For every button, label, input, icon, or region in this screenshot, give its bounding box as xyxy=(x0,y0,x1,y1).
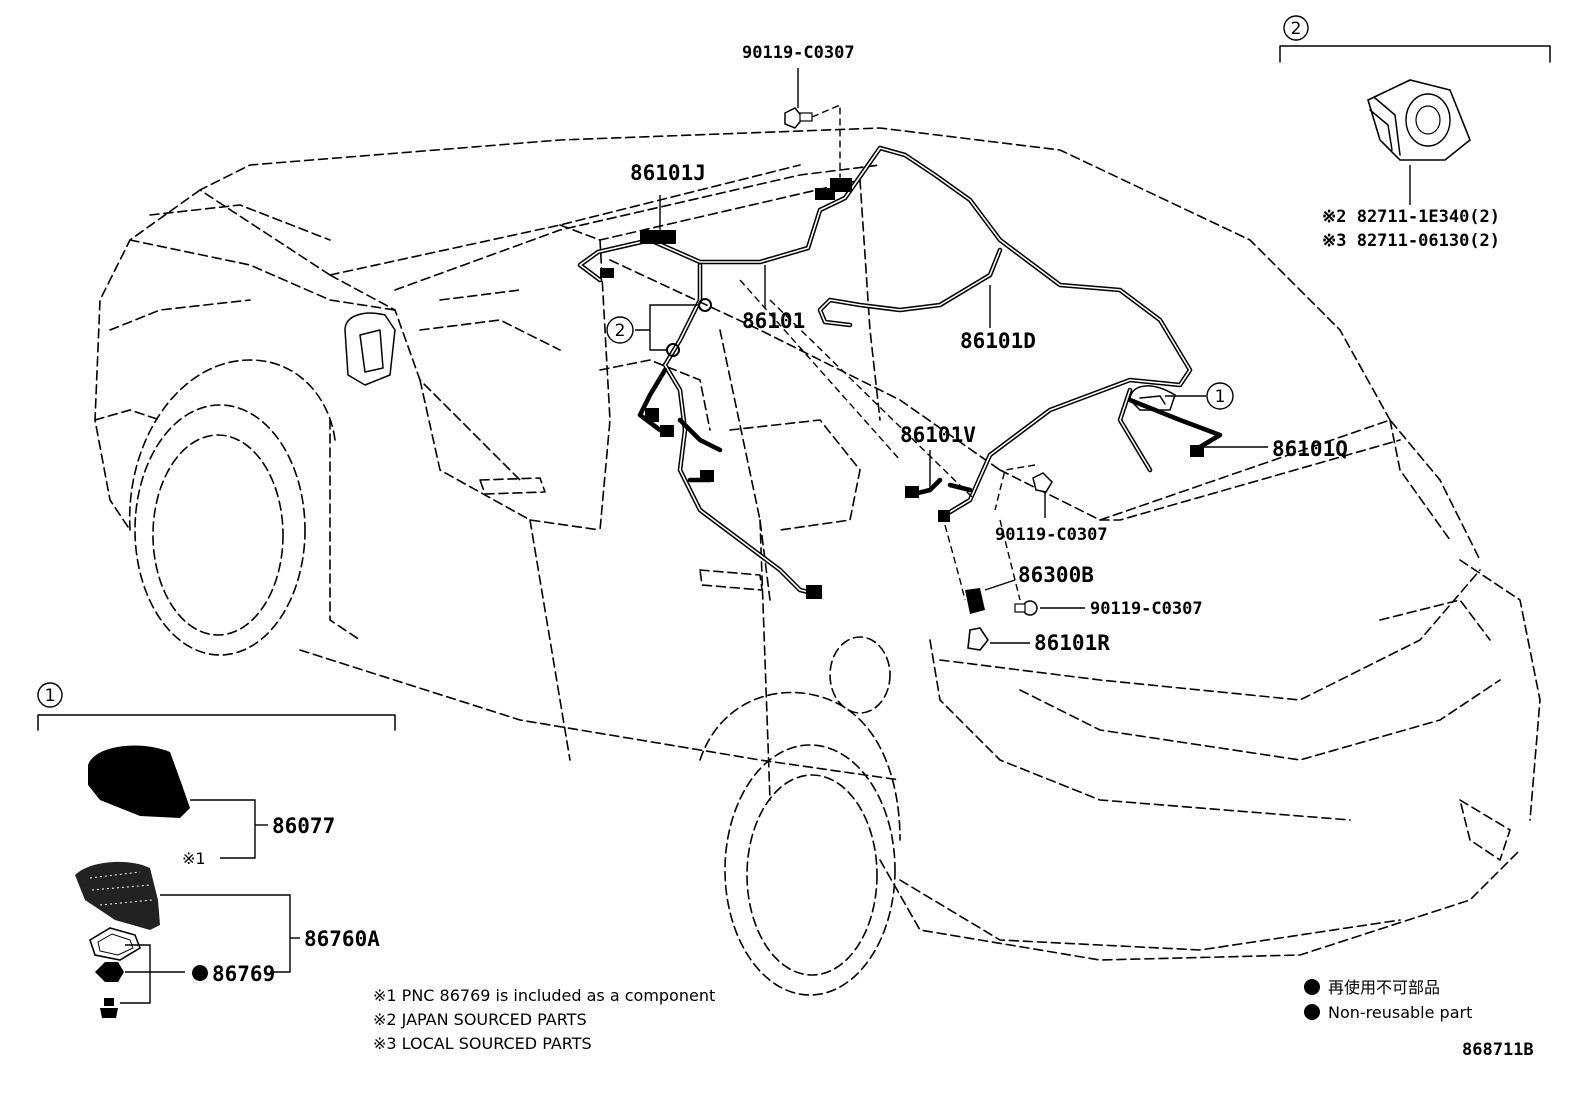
legend-label-jp: 再使用不可部品 xyxy=(1328,978,1440,997)
legend-dot-icon xyxy=(1304,979,1320,995)
reference-circle-1: 1 xyxy=(1206,382,1234,410)
footnote-3: ※3 LOCAL SOURCED PARTS xyxy=(373,1034,592,1053)
callout-86101q: 86101Q xyxy=(1272,437,1348,461)
inset-2-number: 2 xyxy=(1291,19,1302,39)
reference-circle-2: 2 xyxy=(606,316,634,344)
part-callouts: 90119-C0307 86101J 86101 86101D 86101V 8… xyxy=(630,43,1348,655)
legend-dot-icon xyxy=(1304,1004,1320,1020)
gasket-icon xyxy=(89,927,141,961)
bolt-icon xyxy=(784,107,813,129)
callout-86101d: 86101D xyxy=(960,329,1036,353)
inset-2-part-line-2: ※3 82711-06130(2) xyxy=(1322,231,1500,251)
wire-clip-icon xyxy=(967,627,989,651)
callout-mark-x1: ※1 xyxy=(182,849,206,868)
footnote-1: ※1 PNC 86769 is included as a component xyxy=(373,986,715,1005)
fastener-parts xyxy=(784,107,1053,651)
inset-1-number: 1 xyxy=(45,686,56,706)
callout-86101r: 86101R xyxy=(1034,631,1110,655)
legend: 再使用不可部品 Non-reusable part xyxy=(1304,978,1472,1022)
callout-86077: 86077 xyxy=(272,814,335,838)
callout-86101v: 86101V xyxy=(900,423,976,447)
nut-icon xyxy=(95,962,124,982)
callout-86769: 86769 xyxy=(212,962,275,986)
svg-text:2: 2 xyxy=(615,321,626,341)
callout-86101: 86101 xyxy=(742,309,805,333)
speaker-icon xyxy=(1367,79,1471,161)
callout-90119-mid: 90119-C0307 xyxy=(995,525,1108,545)
inset-1: 1 86077 ※1 86760A xyxy=(37,682,396,1018)
inset-2: 2 ※2 82711-1E340(2) ※3 82711-06130(2) xyxy=(1279,15,1551,251)
antenna-base-icon xyxy=(75,861,160,930)
callout-86101j: 86101J xyxy=(630,161,706,185)
antenna-plug-icon xyxy=(965,588,985,614)
figure-id: 868711B xyxy=(1462,1040,1534,1060)
legend-label-en: Non-reusable part xyxy=(1328,1003,1472,1022)
inset-2-part-line-1: ※2 82711-1E340(2) xyxy=(1322,207,1500,227)
screw-icon xyxy=(100,998,118,1018)
callout-90119-top: 90119-C0307 xyxy=(742,43,855,63)
callout-86300b: 86300B xyxy=(1018,563,1094,587)
footnote-2: ※2 JAPAN SOURCED PARTS xyxy=(373,1010,587,1029)
svg-text:1: 1 xyxy=(1215,387,1226,407)
vehicle-body-outline xyxy=(94,127,1541,996)
wire-harness xyxy=(577,145,1223,599)
leader-lines xyxy=(635,68,1268,644)
callout-90119-low: 90119-C0307 xyxy=(1090,599,1203,619)
antenna-cover-icon xyxy=(88,745,190,818)
callout-86760a: 86760A xyxy=(304,927,380,951)
non-reusable-dot-icon xyxy=(192,965,208,981)
bolt-icon xyxy=(1032,472,1053,493)
bolt-icon xyxy=(1014,600,1038,616)
footnotes: ※1 PNC 86769 is included as a component … xyxy=(373,986,715,1053)
